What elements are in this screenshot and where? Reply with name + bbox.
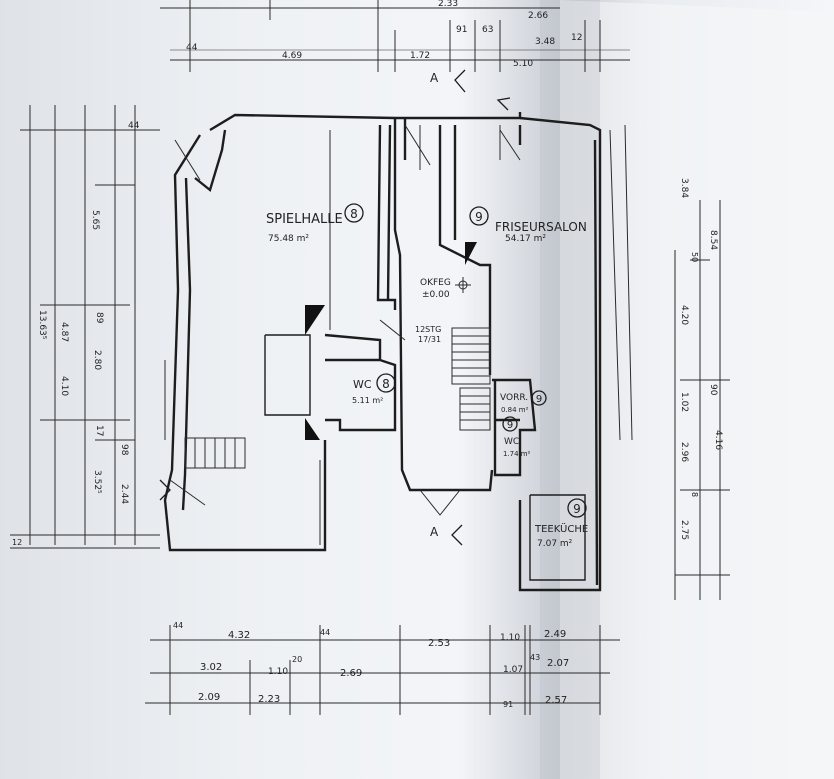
room-name-vorr: VORR. [500, 393, 528, 403]
dim-top: 2.33 [438, 0, 458, 9]
level-label: OKFEG [420, 278, 451, 288]
dim-right: 50 [690, 252, 699, 262]
room-number-wc-9: 9 [507, 420, 513, 431]
dim-left: 5.65 [90, 210, 100, 230]
room-area-wc-9: 1.74 m² [503, 450, 531, 458]
room-number-spielhalle: 8 [350, 207, 358, 221]
dim-left: 3.52⁵ [92, 470, 102, 494]
room-name-wc-9: WC [504, 437, 519, 447]
dim-right: 90 [708, 384, 718, 396]
dim-left: 44 [128, 121, 140, 131]
dim-right: 2.75 [679, 520, 689, 540]
dim-top: 3.48 [535, 37, 555, 47]
level-value: ±0.00 [422, 290, 450, 300]
room-area-friseursalon: 54.17 m² [505, 234, 546, 244]
dim-left: 13.63⁵ [37, 310, 47, 340]
dim-top: 44 [186, 43, 198, 53]
room-area-teekueche: 7.07 m² [537, 539, 573, 549]
room-name-spielhalle: SPIELHALLE [266, 212, 343, 227]
dim-bottom: 20 [292, 655, 302, 664]
dim-bottom: 44 [320, 628, 330, 637]
dim-right: 8.54 [708, 230, 718, 250]
dim-left: 12 [12, 538, 22, 547]
dim-left: 98 [119, 444, 129, 456]
dim-right: 4.20 [679, 305, 689, 325]
room-name-wc-8: WC [353, 378, 372, 391]
room-number-teekueche: 9 [573, 502, 581, 516]
dim-bottom: 91 [503, 700, 513, 709]
dim-bottom: 1.10 [500, 633, 520, 643]
dim-right: 4.16 [713, 430, 723, 450]
dim-bottom: 44 [173, 621, 183, 630]
room-name-friseursalon: FRISEURSALON [495, 220, 587, 234]
room-number-vorr: 9 [536, 394, 542, 405]
dim-left: 2.80 [92, 350, 102, 370]
dim-bottom: 2.57 [545, 695, 567, 706]
dim-top: 2.66 [528, 11, 548, 21]
dim-bottom: 3.02 [200, 662, 222, 673]
dim-top: 5.10 [513, 59, 533, 69]
dim-right: 3.84 [679, 178, 689, 198]
room-number-wc-8: 8 [382, 377, 390, 391]
dim-top: 4.69 [282, 51, 302, 61]
room-area-wc-8: 5.11 m² [352, 396, 383, 405]
dim-bottom: 2.53 [428, 638, 450, 649]
section-mark-bottom: A [430, 525, 439, 539]
room-area-vorr: 0.84 m² [501, 406, 529, 414]
dim-bottom: 2.09 [198, 692, 220, 703]
section-mark-top: A [430, 71, 439, 85]
dim-left: 4.10 [59, 376, 69, 396]
dim-left: 2.44 [119, 484, 129, 504]
dim-right: 2.96 [679, 442, 689, 462]
stairs-ratio: 17/31 [418, 335, 441, 344]
dim-left: 17 [94, 425, 104, 436]
dim-bottom: 1.07 [503, 665, 523, 675]
dim-top: 12 [571, 33, 582, 43]
dim-top: 63 [482, 25, 493, 35]
dim-bottom: 43 [530, 653, 540, 662]
dim-left: 4.87 [59, 322, 69, 342]
dim-bottom: 2.23 [258, 694, 280, 705]
dim-left: 89 [94, 312, 104, 324]
dim-right: 8 [690, 492, 699, 497]
dim-bottom: 1.10 [268, 667, 288, 677]
dim-top: 1.72 [410, 51, 430, 61]
dim-bottom: 2.49 [544, 629, 566, 640]
dim-bottom: 4.32 [228, 630, 250, 641]
room-area-spielhalle: 75.48 m² [268, 234, 309, 244]
room-number-friseursalon: 9 [475, 210, 483, 224]
dim-top: 91 [456, 25, 467, 35]
room-name-teekueche: TEEKÜCHE [534, 522, 588, 535]
dim-bottom: 2.69 [340, 668, 362, 679]
dim-right: 1.02 [679, 392, 689, 412]
stairs-steps: 12STG [415, 325, 441, 334]
dim-bottom: 2.07 [547, 658, 569, 669]
